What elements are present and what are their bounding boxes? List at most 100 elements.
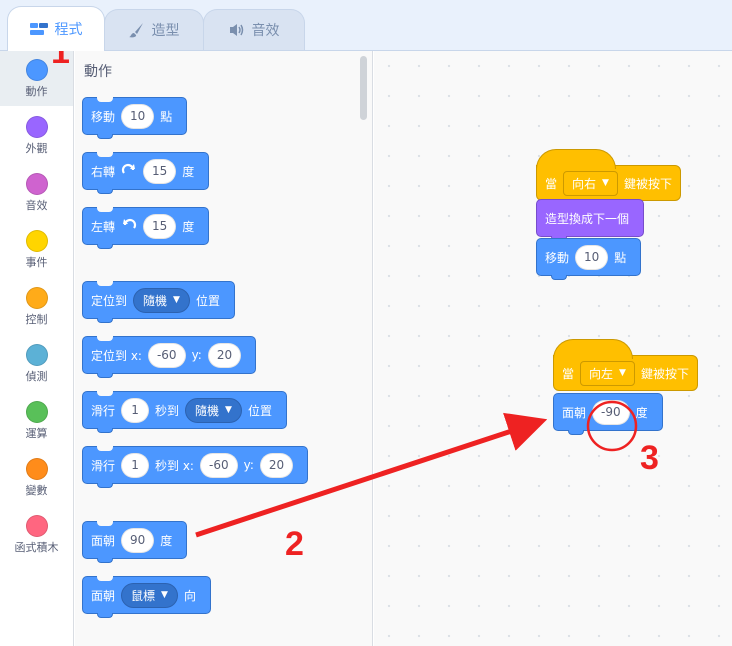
go-to-block[interactable]: 定位到 隨機▼ 位置 xyxy=(82,281,235,323)
tab-costumes[interactable]: 造型 xyxy=(104,9,204,50)
steps-input[interactable]: 10 xyxy=(121,103,155,129)
degrees-input[interactable]: 15 xyxy=(143,213,177,239)
dropdown-value: 向右 xyxy=(572,176,597,191)
block-label: 移動 xyxy=(91,109,116,124)
block-label: 度 xyxy=(160,533,173,548)
category-sound[interactable]: 音效 xyxy=(0,165,73,220)
point-towards-block[interactable]: 面朝 鼠標▼ 向 xyxy=(82,576,211,618)
dropdown-value: 隨機 xyxy=(195,403,220,418)
category-looks[interactable]: 外觀 xyxy=(0,108,73,163)
turn-left-block[interactable]: 左轉 15 度 xyxy=(82,207,210,249)
category-variables-dot xyxy=(25,458,48,480)
go-to-target-dropdown[interactable]: 隨機 ▼ xyxy=(133,287,190,313)
y-input[interactable]: 20 xyxy=(259,452,294,478)
glide-to-xy-block[interactable]: 滑行 1 秒到 x: -60 y: 20 xyxy=(82,446,309,488)
when-key-pressed-hat-block[interactable]: 當 向右▼ 鍵被按下 xyxy=(536,149,681,201)
turn-right-block[interactable]: 右轉 15 度 xyxy=(82,152,210,194)
y-input[interactable]: 20 xyxy=(207,342,242,368)
point-in-direction-block[interactable]: 面朝 -90 度 xyxy=(553,393,663,435)
tab-sounds[interactable]: 音效 xyxy=(203,9,305,50)
palette-scrollbar[interactable] xyxy=(360,56,367,120)
key-dropdown[interactable]: 向右▼ xyxy=(563,170,618,196)
brush-icon xyxy=(128,22,145,38)
step-number-2: 2 xyxy=(285,525,304,563)
key-dropdown[interactable]: 向左▼ xyxy=(580,360,635,386)
block-label: y: xyxy=(191,348,202,362)
block-bump xyxy=(97,428,113,433)
caret-down-icon: ▼ xyxy=(161,590,168,600)
glide-to-block[interactable]: 滑行 1 秒到 隨機▼ 位置 xyxy=(82,391,287,433)
category-sensing[interactable]: 偵測 xyxy=(0,336,73,391)
category-looks-dot xyxy=(25,116,48,138)
block-notch xyxy=(97,281,113,286)
speaker-icon xyxy=(229,23,245,37)
seconds-input[interactable]: 1 xyxy=(121,397,150,423)
tab-costumes-label: 造型 xyxy=(151,23,180,39)
block-label: 面朝 xyxy=(91,588,116,603)
category-menu: 動作 外觀 音效 事件 控制 偵測 運算 變數 函式積木 xyxy=(0,51,74,646)
category-my-blocks[interactable]: 函式積木 xyxy=(0,507,73,562)
glide-target-dropdown[interactable]: 隨機 ▼ xyxy=(185,397,242,423)
block-label: 當 xyxy=(545,176,558,191)
point-towards-dropdown[interactable]: 鼠標▼ xyxy=(121,582,178,608)
block-label: 面朝 xyxy=(91,533,116,548)
block-bump xyxy=(97,134,113,139)
category-label: 事件 xyxy=(25,256,48,269)
block-label: 滑行 xyxy=(91,458,116,473)
degrees-input[interactable]: 15 xyxy=(143,158,177,184)
block-notch xyxy=(97,207,113,212)
direction-input[interactable]: 90 xyxy=(121,527,155,553)
category-label: 外觀 xyxy=(25,142,48,155)
block-label: 滑行 xyxy=(91,403,116,418)
direction-input[interactable]: -90 xyxy=(592,399,630,425)
category-sound-dot xyxy=(25,173,48,195)
caret-down-icon: ▼ xyxy=(225,405,232,415)
move-steps-block[interactable]: 移動 10 點 xyxy=(82,97,188,139)
block-label: y: xyxy=(243,458,254,472)
category-label: 動作 xyxy=(25,85,48,98)
script-workspace[interactable]: 當 向右▼ 鍵被按下 造型換成下一個 移動 10 點 當 向左▼ 鍵被按下 面朝… xyxy=(374,51,732,646)
move-steps-block[interactable]: 移動 10 點 xyxy=(536,238,642,280)
block-label: 定位到 x: xyxy=(91,348,142,363)
tab-code[interactable]: 程式 xyxy=(7,6,105,51)
block-notch xyxy=(97,336,113,341)
category-label: 控制 xyxy=(25,313,48,326)
block-label: 當 xyxy=(562,366,575,381)
block-label: 點 xyxy=(160,109,173,124)
point-in-direction-block[interactable]: 面朝 90 度 xyxy=(82,521,188,563)
x-input[interactable]: -60 xyxy=(199,452,238,478)
dropdown-value: 隨機 xyxy=(143,293,168,308)
block-label: 左轉 xyxy=(91,219,116,234)
caret-down-icon: ▼ xyxy=(173,295,180,305)
next-costume-block[interactable]: 造型換成下一個 xyxy=(536,199,645,241)
block-palette: 動作 移動 10 點 右轉 15 度 左轉 15 度 定位到 隨機▼ 位置 xyxy=(75,51,373,646)
category-control[interactable]: 控制 xyxy=(0,279,73,334)
category-label: 偵測 xyxy=(25,370,48,383)
when-key-pressed-hat-block[interactable]: 當 向左▼ 鍵被按下 xyxy=(553,339,698,391)
block-bump xyxy=(551,275,567,280)
seconds-input[interactable]: 1 xyxy=(121,452,150,478)
category-operators[interactable]: 運算 xyxy=(0,393,73,448)
block-bump xyxy=(97,613,113,618)
block-notch xyxy=(97,446,113,451)
block-label: 移動 xyxy=(545,250,570,265)
steps-input[interactable]: 10 xyxy=(575,244,609,270)
block-label: 度 xyxy=(182,219,195,234)
tab-code-label: 程式 xyxy=(54,22,83,38)
editor-tab-bar: 程式 造型 音效 xyxy=(0,0,732,51)
block-label: 鍵被按下 xyxy=(640,366,689,381)
block-label: 度 xyxy=(635,405,648,420)
category-label: 音效 xyxy=(25,199,48,212)
go-to-xy-block[interactable]: 定位到 x: -60 y: 20 xyxy=(82,336,257,378)
category-events[interactable]: 事件 xyxy=(0,222,73,277)
step-number-3: 3 xyxy=(640,439,659,477)
block-label: 面朝 xyxy=(562,405,587,420)
block-notch xyxy=(97,152,113,157)
block-bump xyxy=(97,189,113,194)
block-bump xyxy=(97,373,113,378)
category-motion[interactable]: 動作 xyxy=(0,51,73,106)
x-input[interactable]: -60 xyxy=(147,342,186,368)
block-notch xyxy=(97,576,113,581)
block-bump xyxy=(97,318,113,323)
category-variables[interactable]: 變數 xyxy=(0,450,73,505)
